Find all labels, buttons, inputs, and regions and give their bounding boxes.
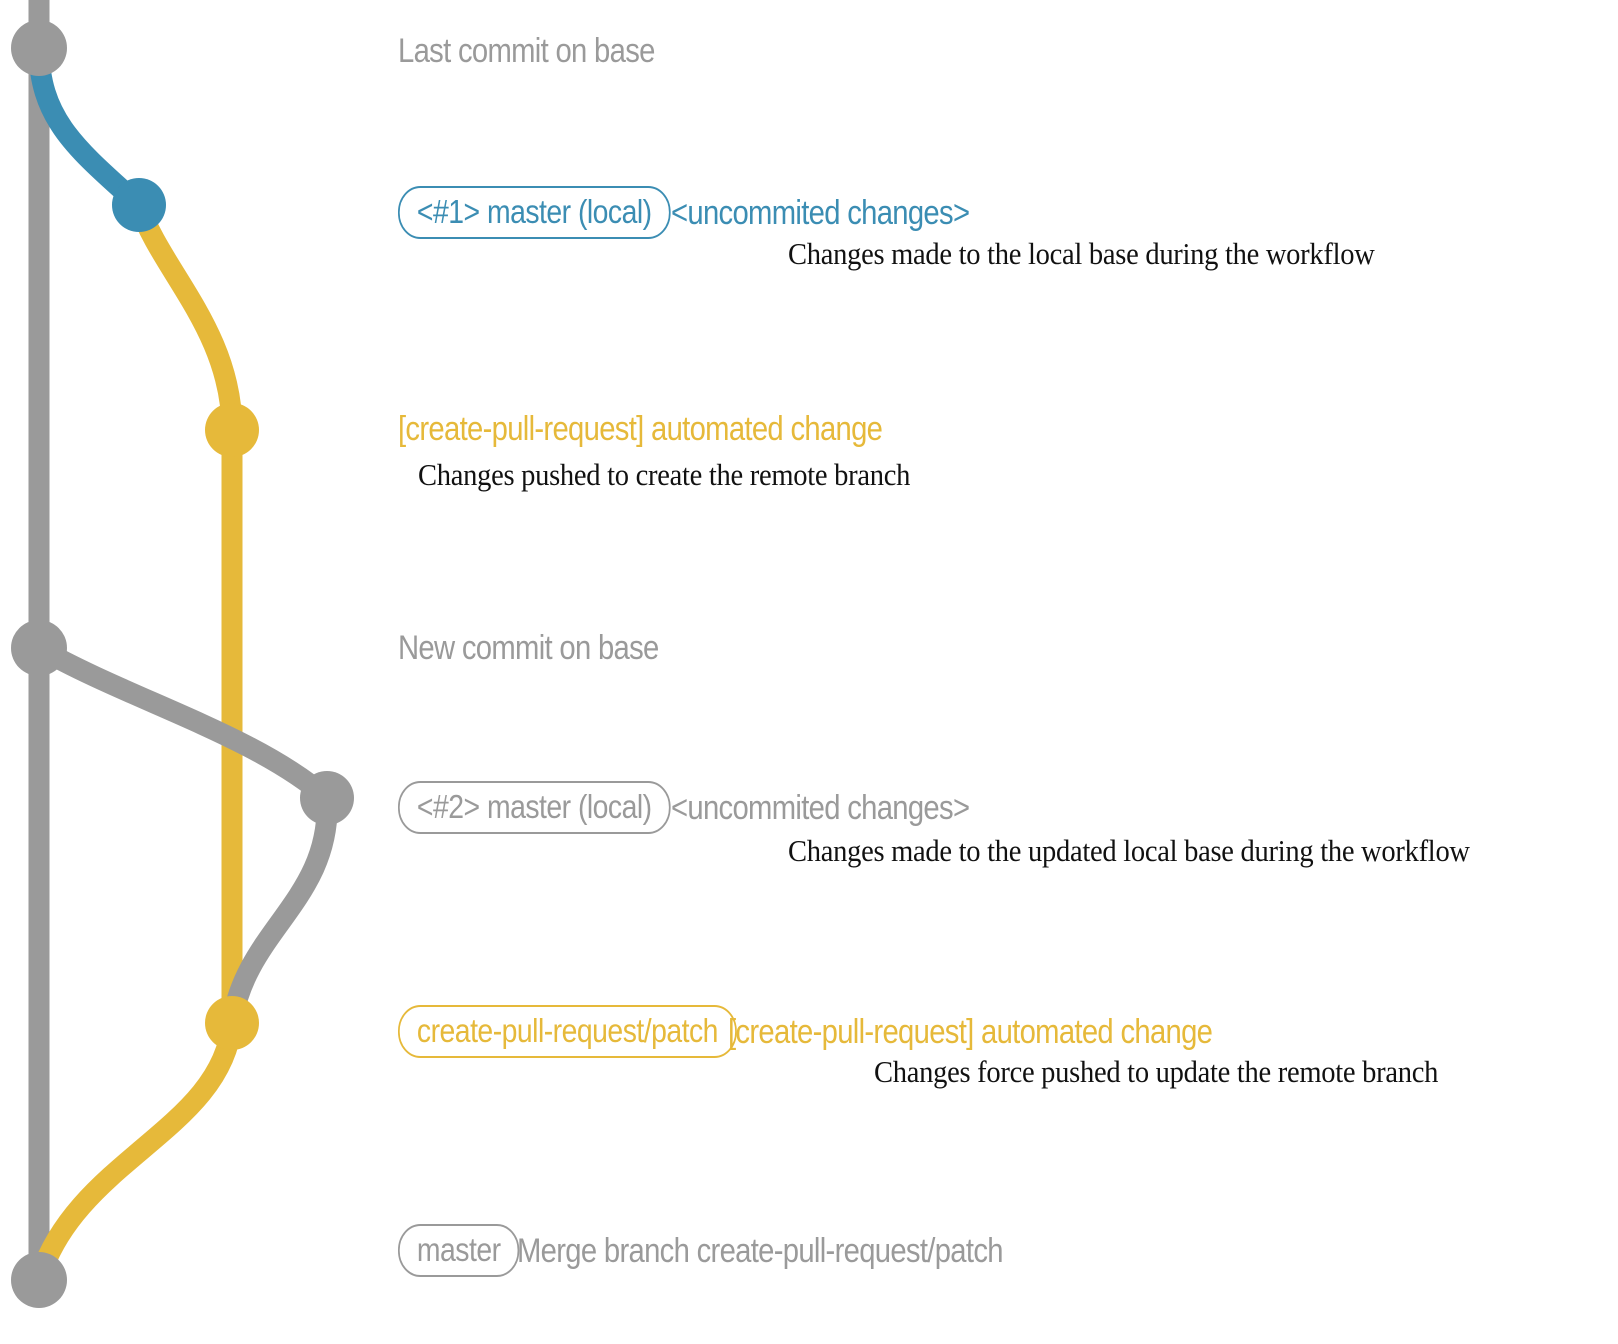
commit-description-patch-1: Changes pushed to create the remote bran… (418, 457, 911, 492)
commit-description-patch-2: Changes force pushed to update the remot… (874, 1054, 1439, 1089)
branch-badge-master-local-1[interactable]: <#1> master (local) (398, 186, 671, 239)
edge-local2-to-patch2 (221, 787, 338, 1034)
commit-message-patch-1: [create-pull-request] automated change (398, 410, 883, 448)
commit-node-local-2[interactable] (300, 771, 354, 825)
row-local-1: <#1> master (local) <uncommited changes> (398, 186, 1018, 239)
edge-base2-to-local2 (28, 637, 338, 809)
commit-message-local-1: <uncommited changes> (670, 193, 970, 232)
commit-node-local-1[interactable] (112, 178, 166, 232)
commit-message-patch-2: [create-pull-request] automated change (728, 1012, 1213, 1051)
commit-node-base-2[interactable] (11, 620, 67, 676)
row-merge: master Merge branch create-pull-request/… (398, 1224, 1082, 1277)
row-patch-2: create-pull-request/patch [create-pull-r… (398, 1005, 1291, 1058)
branch-badge-create-pull-request-patch[interactable]: create-pull-request/patch (398, 1005, 737, 1058)
commit-description-local-2: Changes made to the updated local base d… (788, 833, 1470, 868)
commit-message-merge: Merge branch create-pull-request/patch (517, 1231, 1004, 1270)
branch-badge-master[interactable]: master (398, 1224, 520, 1277)
commit-message-local-2: <uncommited changes> (670, 788, 970, 827)
branch-badge-master-local-2[interactable]: <#2> master (local) (398, 781, 671, 834)
commit-message-new-commit-on-base: New commit on base (398, 629, 659, 667)
row-local-2: <#2> master (local) <uncommited changes> (398, 781, 1018, 834)
commit-node-patch-1[interactable] (205, 403, 259, 457)
commit-node-base-3[interactable] (11, 1252, 67, 1308)
commit-node-patch-2[interactable] (205, 996, 259, 1050)
commit-node-base-1[interactable] (11, 20, 67, 76)
commit-description-local-1: Changes made to the local base during th… (788, 236, 1375, 271)
edge-patch2-to-base3 (28, 1012, 243, 1291)
commit-message-last-commit-on-base: Last commit on base (398, 32, 655, 70)
